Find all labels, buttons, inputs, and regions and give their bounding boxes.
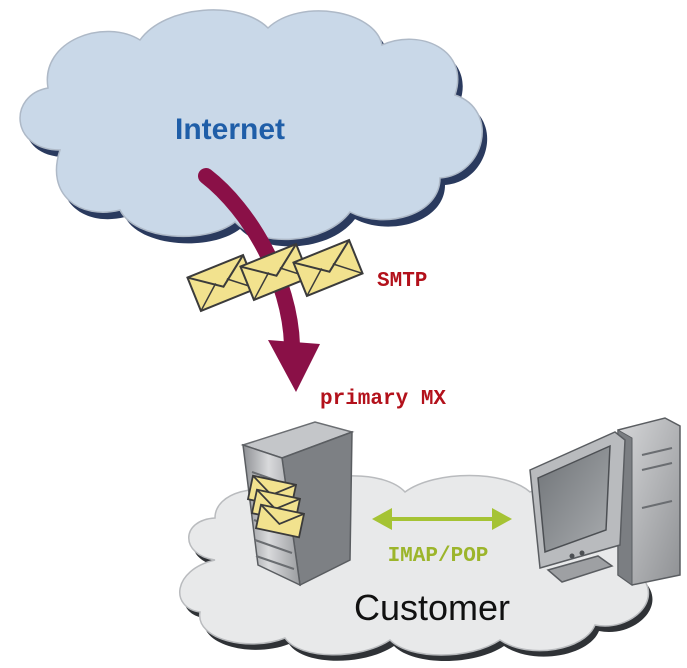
smtp-label: SMTP	[377, 270, 427, 293]
double-arrow-icon	[372, 508, 512, 530]
internet-cloud-icon: Internet	[19, 9, 488, 247]
envelope-icon	[292, 238, 364, 298]
internet-label: Internet	[175, 113, 285, 146]
primary-mx-label: primary MX	[320, 388, 446, 411]
envelope-stack-smtp	[186, 238, 364, 313]
customer-label: Customer	[354, 587, 510, 628]
desktop-computer-icon	[529, 417, 681, 586]
imap-pop-label: IMAP/POP	[388, 545, 489, 568]
envelope-stack-server	[246, 474, 306, 539]
envelope-icon	[254, 503, 306, 539]
smtp-arrow-icon	[198, 168, 320, 392]
